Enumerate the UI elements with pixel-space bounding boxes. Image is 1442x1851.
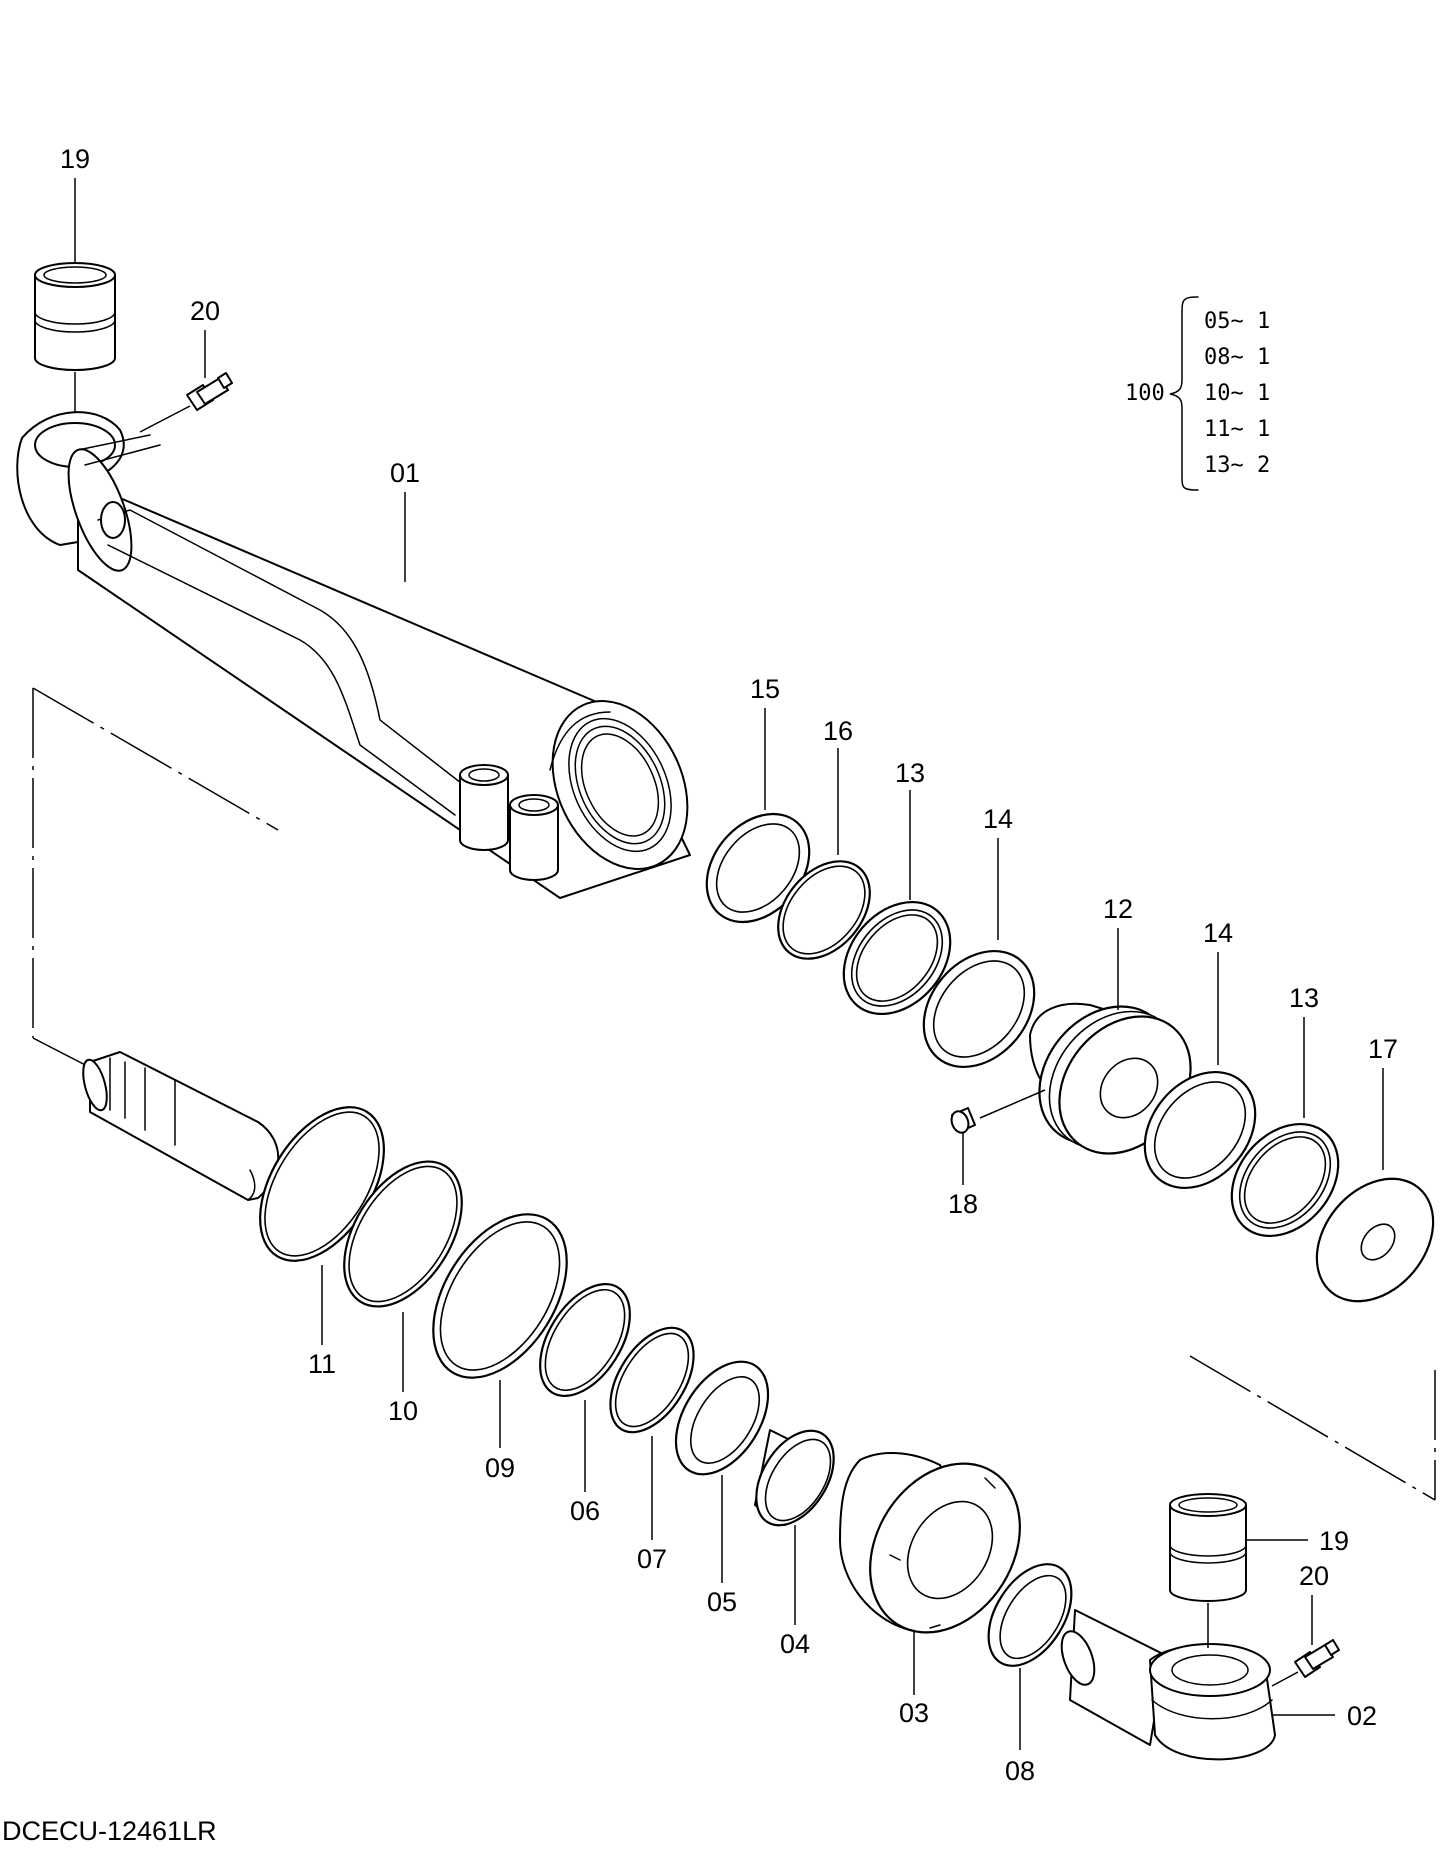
callout-12: 12 xyxy=(1103,894,1133,924)
part-04-bushing xyxy=(754,1429,835,1625)
callout-20-top: 20 xyxy=(190,296,220,326)
callout-01: 01 xyxy=(390,458,420,488)
callout-13-upper: 13 xyxy=(895,758,925,788)
callout-17: 17 xyxy=(1368,1034,1398,1064)
part-20-grease-fitting-top xyxy=(139,330,233,433)
part-20-grease-fitting-lower xyxy=(1271,1595,1340,1687)
callouts: 19 20 01 15 16 13 14 12 14 13 17 18 11 1… xyxy=(60,144,1398,1786)
part-19-bushing-lower xyxy=(1169,1493,1308,1648)
callout-14-lower: 14 xyxy=(1203,918,1233,948)
kit-entry: 13~ 2 xyxy=(1204,453,1270,478)
callout-19-top: 19 xyxy=(60,144,90,174)
callout-20-lower: 20 xyxy=(1299,1561,1329,1591)
callout-08: 08 xyxy=(1005,1756,1035,1786)
callout-13-lower: 13 xyxy=(1289,983,1319,1013)
part-15-ring xyxy=(705,708,811,924)
part-12-piston xyxy=(979,928,1192,1155)
callout-04: 04 xyxy=(780,1629,810,1659)
part-02-rod-eye xyxy=(1060,1609,1335,1761)
callout-16: 16 xyxy=(823,716,853,746)
callout-19-lower: 19 xyxy=(1319,1526,1349,1556)
part-14-ring-lower xyxy=(1143,952,1257,1190)
part-09-ring xyxy=(432,1213,568,1448)
callout-07: 07 xyxy=(637,1544,667,1574)
callout-03: 03 xyxy=(899,1698,929,1728)
diagram-code: DCECU-12461LR xyxy=(2,1816,217,1846)
callout-11: 11 xyxy=(308,1349,336,1379)
kit-number: 100 xyxy=(1125,381,1165,406)
part-06-ring xyxy=(539,1282,631,1492)
kit-entry: 05~ 1 xyxy=(1204,309,1270,334)
callout-02: 02 xyxy=(1347,1701,1377,1731)
part-01-cylinder-tube xyxy=(16,411,691,899)
part-10-oring xyxy=(343,1160,463,1392)
kit-entry: 08~ 1 xyxy=(1204,345,1270,370)
piston-rod xyxy=(82,1051,280,1201)
kit-entry: 10~ 1 xyxy=(1204,381,1270,406)
part-05-seal xyxy=(674,1360,770,1583)
part-19-bushing-top xyxy=(34,178,116,440)
callout-15: 15 xyxy=(750,674,780,704)
callout-05: 05 xyxy=(707,1587,737,1617)
part-11-backup-ring xyxy=(259,1106,385,1345)
part-18-set-screw xyxy=(950,1107,976,1185)
repair-kit-list: 100 05~ 1 08~ 1 10~ 1 11~ 1 13~ 2 xyxy=(1125,296,1270,491)
callout-10: 10 xyxy=(388,1396,418,1426)
part-03-rod-cover xyxy=(839,1452,1021,1695)
part-13-seal-lower xyxy=(1230,1017,1340,1238)
callout-18: 18 xyxy=(948,1189,978,1219)
part-08-dust-seal xyxy=(987,1563,1073,1750)
callout-09: 09 xyxy=(485,1453,515,1483)
part-07-ring xyxy=(609,1326,695,1540)
part-13-seal-upper xyxy=(842,790,952,1016)
callout-14-upper: 14 xyxy=(983,804,1013,834)
part-14-ring-upper xyxy=(922,838,1036,1069)
part-17-washer xyxy=(1315,1068,1435,1303)
kit-entry: 11~ 1 xyxy=(1204,417,1270,442)
part-16-oring xyxy=(777,748,871,960)
phantom-lines xyxy=(32,687,1436,1501)
callout-06: 06 xyxy=(570,1496,600,1526)
